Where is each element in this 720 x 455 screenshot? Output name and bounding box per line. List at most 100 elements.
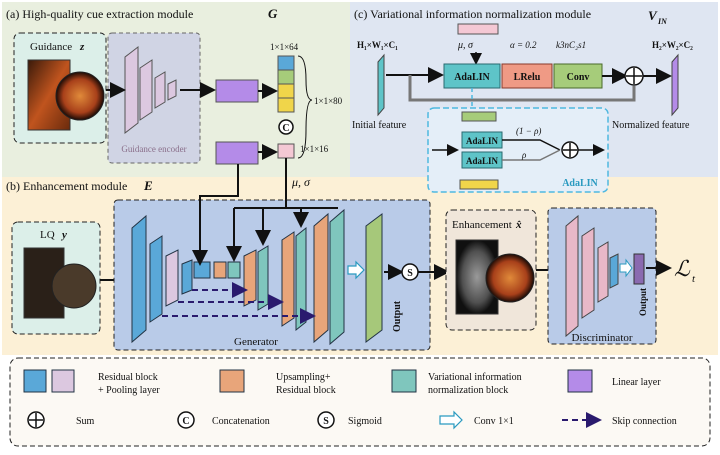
encoder-block-2 [139,59,153,121]
panel-e-symbol: E [143,178,153,193]
disc-conv1x1-arrow [619,258,633,278]
normalized-feature-label: Normalized feature [612,120,690,131]
adalin-label: AdaLIN [454,72,490,83]
kernel-label: k3nC₂s1 [556,40,586,50]
guidance-label: Guidance [30,41,72,53]
vin-output-dim: H₂×W₂×C₂ [652,40,693,50]
gen-vin-1 [227,261,241,279]
vin-input-dim: H₁×W₁×C₁ [357,40,398,50]
panel-g-symbol: G [268,6,278,21]
panel-g-title: (a) High-quality cue extraction module [6,7,193,21]
disc-block-4 [609,253,619,289]
linear-layer-top [215,79,259,103]
generator-output-label: Output [392,300,403,332]
guidance-image-front [55,71,105,121]
legend-conv-icon [439,410,463,430]
legend-concat-symbol: C [182,416,189,427]
loss-symbol: ℒ [674,256,691,281]
panel-v-title: (c) Variational information normalizatio… [354,7,591,21]
legend-sigmoid-icon [317,411,335,429]
vector-c-label: 1×1×16 [300,144,329,154]
adalin-rho1: (1 − ρ) [516,126,541,136]
linear-layer-bottom [215,141,259,165]
legend-residual-icon-b [51,369,75,393]
enhancement-label: Enhancement [452,219,512,231]
panel-v-symbol: V [648,8,658,23]
disc-output-block [633,253,645,285]
gen-res-block-2 [149,235,163,323]
conv1x1-arrow [347,260,365,280]
legend-upsample-icon [219,369,245,393]
sigmoid-symbol: S [407,268,413,279]
linear-to-generator [192,164,239,266]
legend-skip-text: Skip connection [612,416,677,427]
initial-feature-label: Initial feature [352,120,407,131]
generator-label: Generator [234,336,278,348]
panel-v-sub: IN [657,17,668,26]
gen-up-2 [243,249,257,307]
lrelu-label: LRelu [514,72,541,83]
vector-b-label: 1×1×80 [314,96,343,106]
vector-cell-2 [277,69,295,85]
legend-linear-text: Linear layer [612,377,661,388]
legend-sigmoid-text: Sigmoid [348,416,382,427]
legend-sum-text: Sum [76,416,95,427]
legend-linear-icon [567,369,593,393]
gen-bottleneck [193,261,211,279]
legend-residual-line2: + Pooling layer [98,385,160,396]
mu-sigma-label: μ, σ [291,175,311,189]
lrelu-block [501,63,553,89]
brace-right [297,55,313,159]
gen-vin-2 [257,245,269,311]
vector-cell-3 [277,83,295,99]
legend-vin-line1: Variational information [428,372,522,383]
disc-output-label: Output [638,288,648,316]
panel-e-title: (b) Enhancement module [6,179,127,193]
adalin-detail-vector-top [461,111,497,122]
discriminator-label: Discriminator [571,332,632,344]
adalin-detail-box [427,107,609,193]
disc-block-2 [581,227,595,319]
guidance-var: z [79,41,85,53]
vin-residual-path [408,75,636,102]
enhancement-image-front [485,253,535,303]
legend-conv-text: Conv 1×1 [474,416,514,427]
generator-output-block [365,213,383,343]
legend-residual-line1: Residual block [98,372,158,383]
vector-cell-5 [277,143,295,159]
legend-residual-icon-a [23,369,47,393]
vin-mu-sigma: μ, σ [457,40,474,51]
gen-vin-4 [329,208,345,346]
lq-label: LQ [40,229,55,241]
gen-res-block-3 [165,249,179,307]
lq-image-front [51,263,97,309]
legend-sigmoid-symbol: S [323,416,329,427]
legend-upsample-line1: Upsampling+ [276,372,331,383]
vector-cell-1 [277,55,295,71]
conv-label: Conv [567,72,590,83]
enhancement-var: x̂ [515,219,522,231]
initial-feature-block [377,53,385,117]
disc-block-1 [565,214,579,338]
vin-mu-vector [457,23,499,35]
encoder-label: Guidance encoder [121,144,186,154]
legend-concat-text: Concatenation [212,416,270,427]
lq-var: y [60,229,67,241]
gen-res-block-4 [181,259,193,295]
gen-up-1 [213,261,227,279]
encoder-block-1 [124,45,139,135]
concat-symbol: C [282,123,289,134]
legend-residual-text: Residual block + Pooling layer [98,372,160,396]
legend-upsample-text: Upsampling+ Residual block [276,372,336,396]
alpha-label: α = 0.2 [510,40,537,50]
adalin-detail-title: AdaLIN [562,178,598,189]
gen-res-block-1 [131,214,147,344]
legend-vin-line2: normalization block [428,385,508,396]
conv-block [553,63,603,89]
adalin-detail-label-top: AdaLIN [466,136,499,146]
legend-concat-icon [177,411,195,429]
loss-sub: t [692,273,696,285]
gen-vin-3 [295,226,307,332]
gen-up-4 [313,212,329,344]
